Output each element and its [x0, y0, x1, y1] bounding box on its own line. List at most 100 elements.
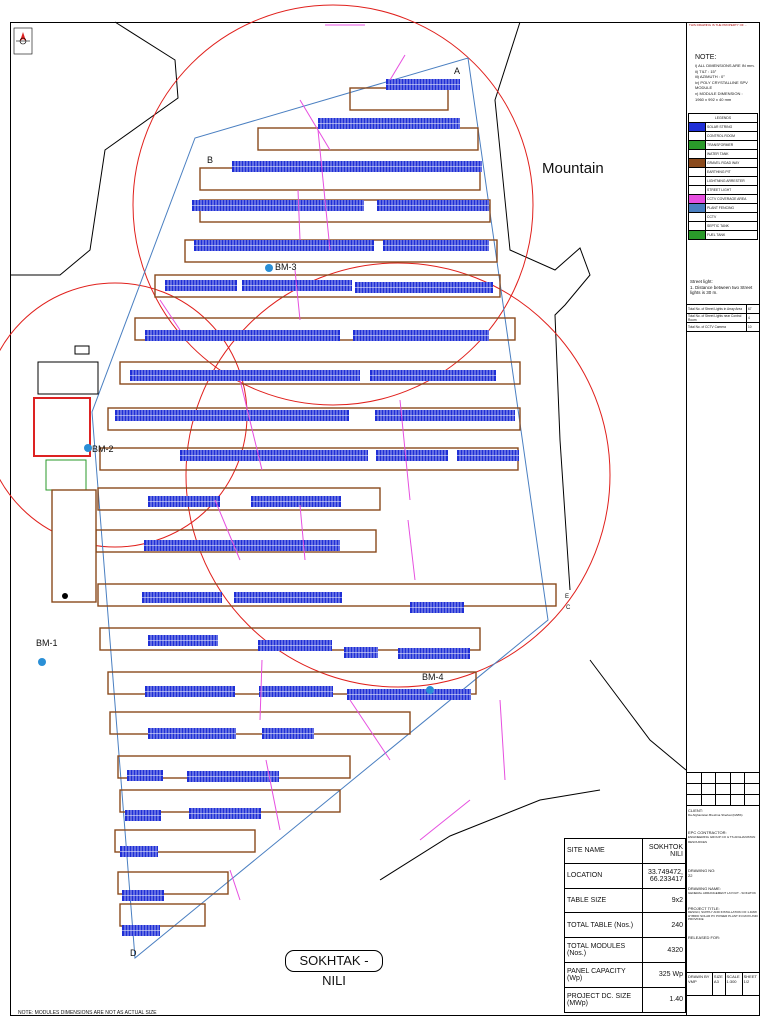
legend-row: CCTV COVERAGE AREA [688, 194, 758, 204]
cctv-coverage-circle [132, 4, 534, 406]
cable-line [349, 699, 391, 761]
legend-row: GRAVEL ROAD WAY [688, 158, 758, 168]
cable-line [499, 699, 506, 781]
released-for-section: RELEASED FOR: [688, 935, 758, 940]
summary-label: PANEL CAPACITY (Wp) [564, 961, 643, 988]
gravel-road [107, 407, 521, 431]
note-item: iv) POLY CRYSTALLINE SPV MODULE [695, 79, 748, 91]
client-label: CLIENT: [688, 808, 703, 813]
solar-string [383, 240, 489, 251]
drawing-no: 22 [688, 873, 693, 878]
note-item: 1960 x 992 x 40 mm [695, 96, 732, 102]
legend-row: WATER TANK [688, 149, 758, 159]
solar-string [375, 410, 515, 421]
solar-string [410, 602, 464, 613]
solar-string [148, 496, 220, 507]
corner-label-c: C [566, 605, 571, 611]
legend-swatch-icon [688, 167, 706, 177]
solar-string [355, 282, 493, 293]
legend-swatch-icon [688, 140, 706, 150]
solar-string [259, 686, 333, 697]
cable-line [419, 799, 471, 841]
corner-label-a: A [454, 66, 461, 76]
drawing-info-label: SHEET [743, 974, 757, 979]
drawing-info-label: SCALE [726, 974, 740, 979]
legend-swatch-icon [688, 194, 706, 204]
solar-string [376, 450, 448, 461]
legend-swatch-icon [688, 122, 706, 132]
project-title-section: PROJECT TITLE: DESIGN, SUPPLY AND INSTAL… [688, 906, 758, 922]
summary-value: 33.749472, 66.233417 [642, 862, 686, 889]
title-block: THIS DRAWING IS THE PROPERTY OF ... NOTE… [686, 22, 760, 1016]
legend-label: CCTV [705, 212, 758, 222]
cable-line [214, 499, 241, 561]
notes-title: NOTE: [695, 54, 717, 61]
legend-swatch-icon [688, 203, 706, 213]
terrain-line [494, 21, 591, 591]
released-for-label: RELEASED FOR: [688, 935, 721, 940]
legend-label: GRAVEL ROAD WAY [705, 158, 758, 168]
corner-label-e: E [565, 594, 570, 600]
legend-swatch-icon [688, 230, 706, 240]
solar-string [194, 240, 374, 251]
epc-label: EPC CONTRACTOR: [688, 830, 727, 835]
revision-table [686, 772, 760, 806]
cable-line [259, 659, 263, 721]
terrain-line [379, 789, 601, 881]
gravel-road [349, 87, 449, 111]
street-light-note: 1. Distance between two Street lights is… [690, 284, 753, 296]
control-room [33, 345, 99, 603]
solar-string [187, 771, 279, 782]
summary-row: TOTAL MODULES (Nos.)4320 [564, 937, 686, 963]
cable-line [159, 299, 181, 331]
solar-string [353, 330, 489, 341]
drawing-info-value: 1/2 [743, 979, 750, 984]
cable-line [239, 379, 263, 471]
client-name: Da Afghanistan Breshna Sherkat (DABS) [688, 813, 743, 817]
count-label: Total No. of Street Lights in Array Area [686, 304, 747, 314]
summary-label: TOTAL MODULES (Nos.) [564, 937, 643, 963]
legend-label: PLANT FENCING [705, 203, 758, 213]
cable-line [294, 269, 301, 321]
solar-string [148, 635, 218, 646]
solar-string [344, 647, 378, 658]
drawing-info-label: SIZE [713, 974, 723, 979]
count-label: Total No. of Street Lights near Control … [686, 313, 747, 323]
solar-string [377, 200, 489, 211]
count-label: Total No. of CCTV Camera [686, 322, 747, 332]
cable-line [229, 869, 241, 901]
legend-row: TRANSFORMER [688, 140, 758, 150]
solar-string [127, 770, 163, 781]
terrain-line [589, 659, 687, 771]
gravel-road [154, 274, 501, 298]
corner-label-d: D [130, 948, 137, 958]
corner-label-b: B [207, 155, 214, 165]
solar-string [180, 450, 368, 461]
mountain-label: Mountain [542, 160, 604, 177]
property-note: THIS DRAWING IS THE PROPERTY OF ... [689, 23, 748, 27]
summary-label: TABLE SIZE [564, 887, 643, 914]
summary-value: 4320 [642, 937, 686, 963]
bm-label-1: BM-1 [36, 638, 58, 648]
solar-string [347, 689, 471, 700]
legend-swatch-icon [688, 221, 706, 231]
solar-string [122, 925, 160, 936]
bm-marker-icon [84, 444, 92, 452]
drawing-name-label: DRAWING NAME: [688, 886, 721, 891]
summary-value: 325 Wp [642, 961, 686, 988]
gravel-road [117, 871, 229, 895]
cable-line [389, 54, 406, 81]
legend-row: CONTROL ROOM [688, 131, 758, 141]
legend-row: LIGHTNING ARRESTER [688, 176, 758, 186]
legend-row: FUEL TANK [688, 230, 758, 240]
legend-label: SEPTIC TANK [705, 221, 758, 231]
